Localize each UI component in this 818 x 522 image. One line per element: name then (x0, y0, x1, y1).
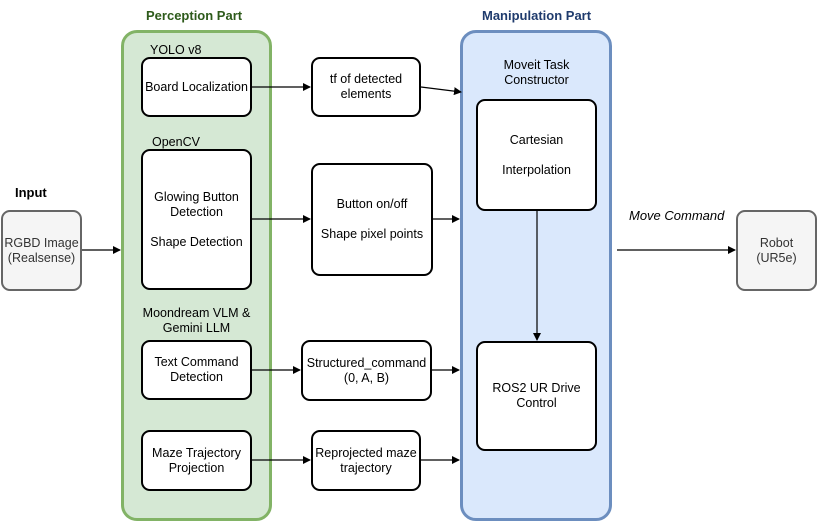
structured-line1: Structured_command (306, 355, 427, 370)
vlm-label: Moondream VLM & Gemini LLM (140, 306, 253, 336)
robot-line2: (UR5e) (756, 250, 797, 265)
manipulation-title: Manipulation Part (482, 8, 592, 23)
cartesian-interpolation-node: Cartesian Interpolation (476, 99, 597, 211)
moveit-line2: Constructor (504, 73, 569, 87)
input-heading: Input (15, 185, 47, 200)
cartesian-line1: Cartesian (509, 132, 564, 147)
text-command-detection-node: Text Command Detection (141, 340, 252, 400)
ros2-line1: ROS2 UR Drive (492, 381, 581, 395)
vlm-line2: Gemini LLM (162, 321, 231, 335)
text-cmd-line2: Detection (170, 370, 223, 384)
glowing-line1: Glowing Button (154, 189, 239, 204)
button-shape-points-node: Button on/off Shape pixel points (311, 163, 433, 276)
robot-node: Robot (UR5e) (736, 210, 817, 291)
button-line1: Button on/off (336, 197, 408, 211)
maze-line2: Projection (168, 460, 225, 475)
rgbd-image-line1: RGBD Image (4, 235, 79, 250)
perception-title: Perception Part (146, 8, 243, 23)
move-command-label: Move Command (629, 208, 725, 223)
glowing-line2: Detection (170, 204, 223, 219)
structured-line2: (0, A, B) (343, 370, 390, 385)
robot-line1: Robot (759, 235, 794, 250)
reprojected-line1: Reprojected maze (315, 445, 417, 460)
board-localization-node: Board Localization (141, 57, 252, 117)
cartesian-line2: Interpolation (502, 162, 571, 177)
rgbd-image-node: RGBD Image (Realsense) (1, 210, 82, 291)
arrow-tf-to-manipulation (420, 86, 462, 96)
opencv-label: OpenCV (152, 135, 200, 149)
tf-line2: elements (340, 87, 392, 101)
shape-detection-text: Shape Detection (150, 234, 243, 249)
structured-command-node: Structured_command (0, A, B) (301, 340, 432, 401)
moveit-label: Moveit Task Constructor (470, 58, 603, 88)
yolo-label: YOLO v8 (150, 43, 202, 57)
button-line2: Shape pixel points (320, 227, 424, 241)
tf-line1: tf of detected (329, 72, 403, 86)
reprojected-line2: trajectory (340, 460, 392, 475)
reprojected-trajectory-node: Reprojected maze trajectory (311, 430, 421, 491)
ros2-line2: Control (516, 396, 557, 410)
rgbd-image-line2: (Realsense) (7, 250, 76, 265)
ros2-ur-drive-node: ROS2 UR Drive Control (476, 341, 597, 451)
maze-trajectory-projection-node: Maze Trajectory Projection (141, 430, 252, 491)
board-localization-text: Board Localization (145, 79, 248, 94)
tf-detected-elements-node: tf of detected elements (311, 57, 421, 117)
vlm-line1: Moondream VLM & (142, 306, 251, 320)
maze-line1: Maze Trajectory (152, 445, 241, 460)
text-cmd-line1: Text Command (154, 355, 239, 369)
glowing-shape-detection-node: Glowing Button Detection Shape Detection (141, 149, 252, 290)
moveit-line1: Moveit Task (503, 58, 570, 72)
